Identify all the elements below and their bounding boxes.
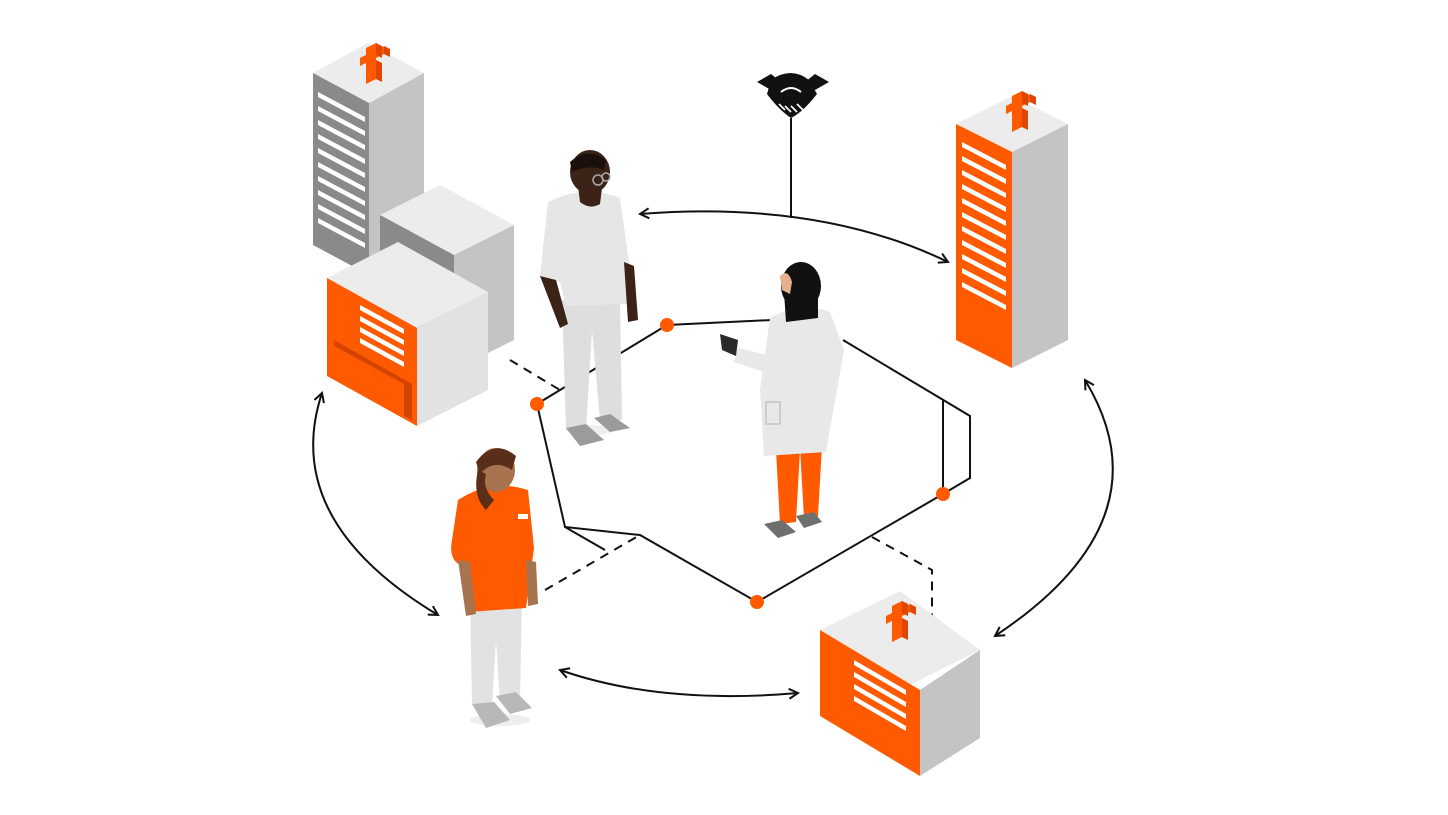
hospital-building bbox=[313, 43, 514, 426]
arrow-left bbox=[312, 393, 438, 615]
connection-arrows bbox=[312, 211, 1114, 696]
network-node bbox=[936, 487, 950, 501]
person-female-nurse bbox=[451, 448, 538, 728]
person-male-nurse bbox=[540, 150, 638, 446]
handshake-icon bbox=[757, 73, 829, 118]
medical-cross-icon bbox=[886, 601, 916, 642]
network-nodes bbox=[530, 318, 950, 609]
front-window-stripes bbox=[360, 305, 404, 367]
arrow-right bbox=[995, 380, 1114, 636]
medical-cross-icon bbox=[1006, 91, 1036, 132]
person-female-doctor bbox=[720, 262, 844, 538]
medical-cross-icon bbox=[360, 43, 390, 84]
network-node bbox=[750, 595, 764, 609]
network-node bbox=[530, 397, 544, 411]
arrow-bottom bbox=[560, 670, 798, 696]
arrow-top bbox=[640, 211, 948, 262]
tower-window-stripes bbox=[318, 92, 365, 248]
clinic-building bbox=[820, 591, 980, 776]
network-node bbox=[660, 318, 674, 332]
orange-tower-building bbox=[956, 91, 1068, 368]
